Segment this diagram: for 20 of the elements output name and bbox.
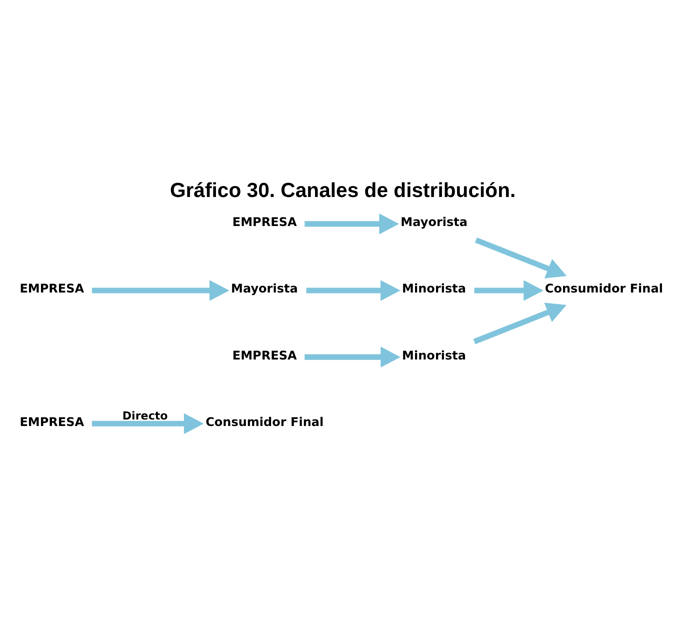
node-text: EMPRESA bbox=[232, 348, 297, 362]
arrow bbox=[474, 280, 544, 301]
arrow bbox=[92, 280, 230, 301]
arrow bbox=[92, 413, 204, 434]
node-text: EMPRESA bbox=[20, 282, 84, 296]
node-text: Mayorista bbox=[231, 282, 298, 296]
node-text: EMPRESA bbox=[232, 215, 297, 230]
node-text: Minorista bbox=[402, 348, 466, 362]
node-text: Consumidor Final bbox=[544, 282, 663, 296]
edge-label: Directo bbox=[122, 410, 168, 423]
node-text: Consumidor Final bbox=[206, 414, 324, 429]
arrow bbox=[304, 214, 399, 234]
arrow bbox=[473, 302, 566, 344]
node-text: Minorista bbox=[402, 282, 466, 296]
node-text: Mayorista bbox=[400, 215, 468, 230]
arrow bbox=[474, 237, 567, 278]
arrow bbox=[304, 346, 400, 368]
node-text: EMPRESA bbox=[20, 414, 84, 429]
diagram-title: Gráfico 30. Canales de distribución. bbox=[170, 180, 516, 202]
arrow bbox=[306, 280, 400, 301]
